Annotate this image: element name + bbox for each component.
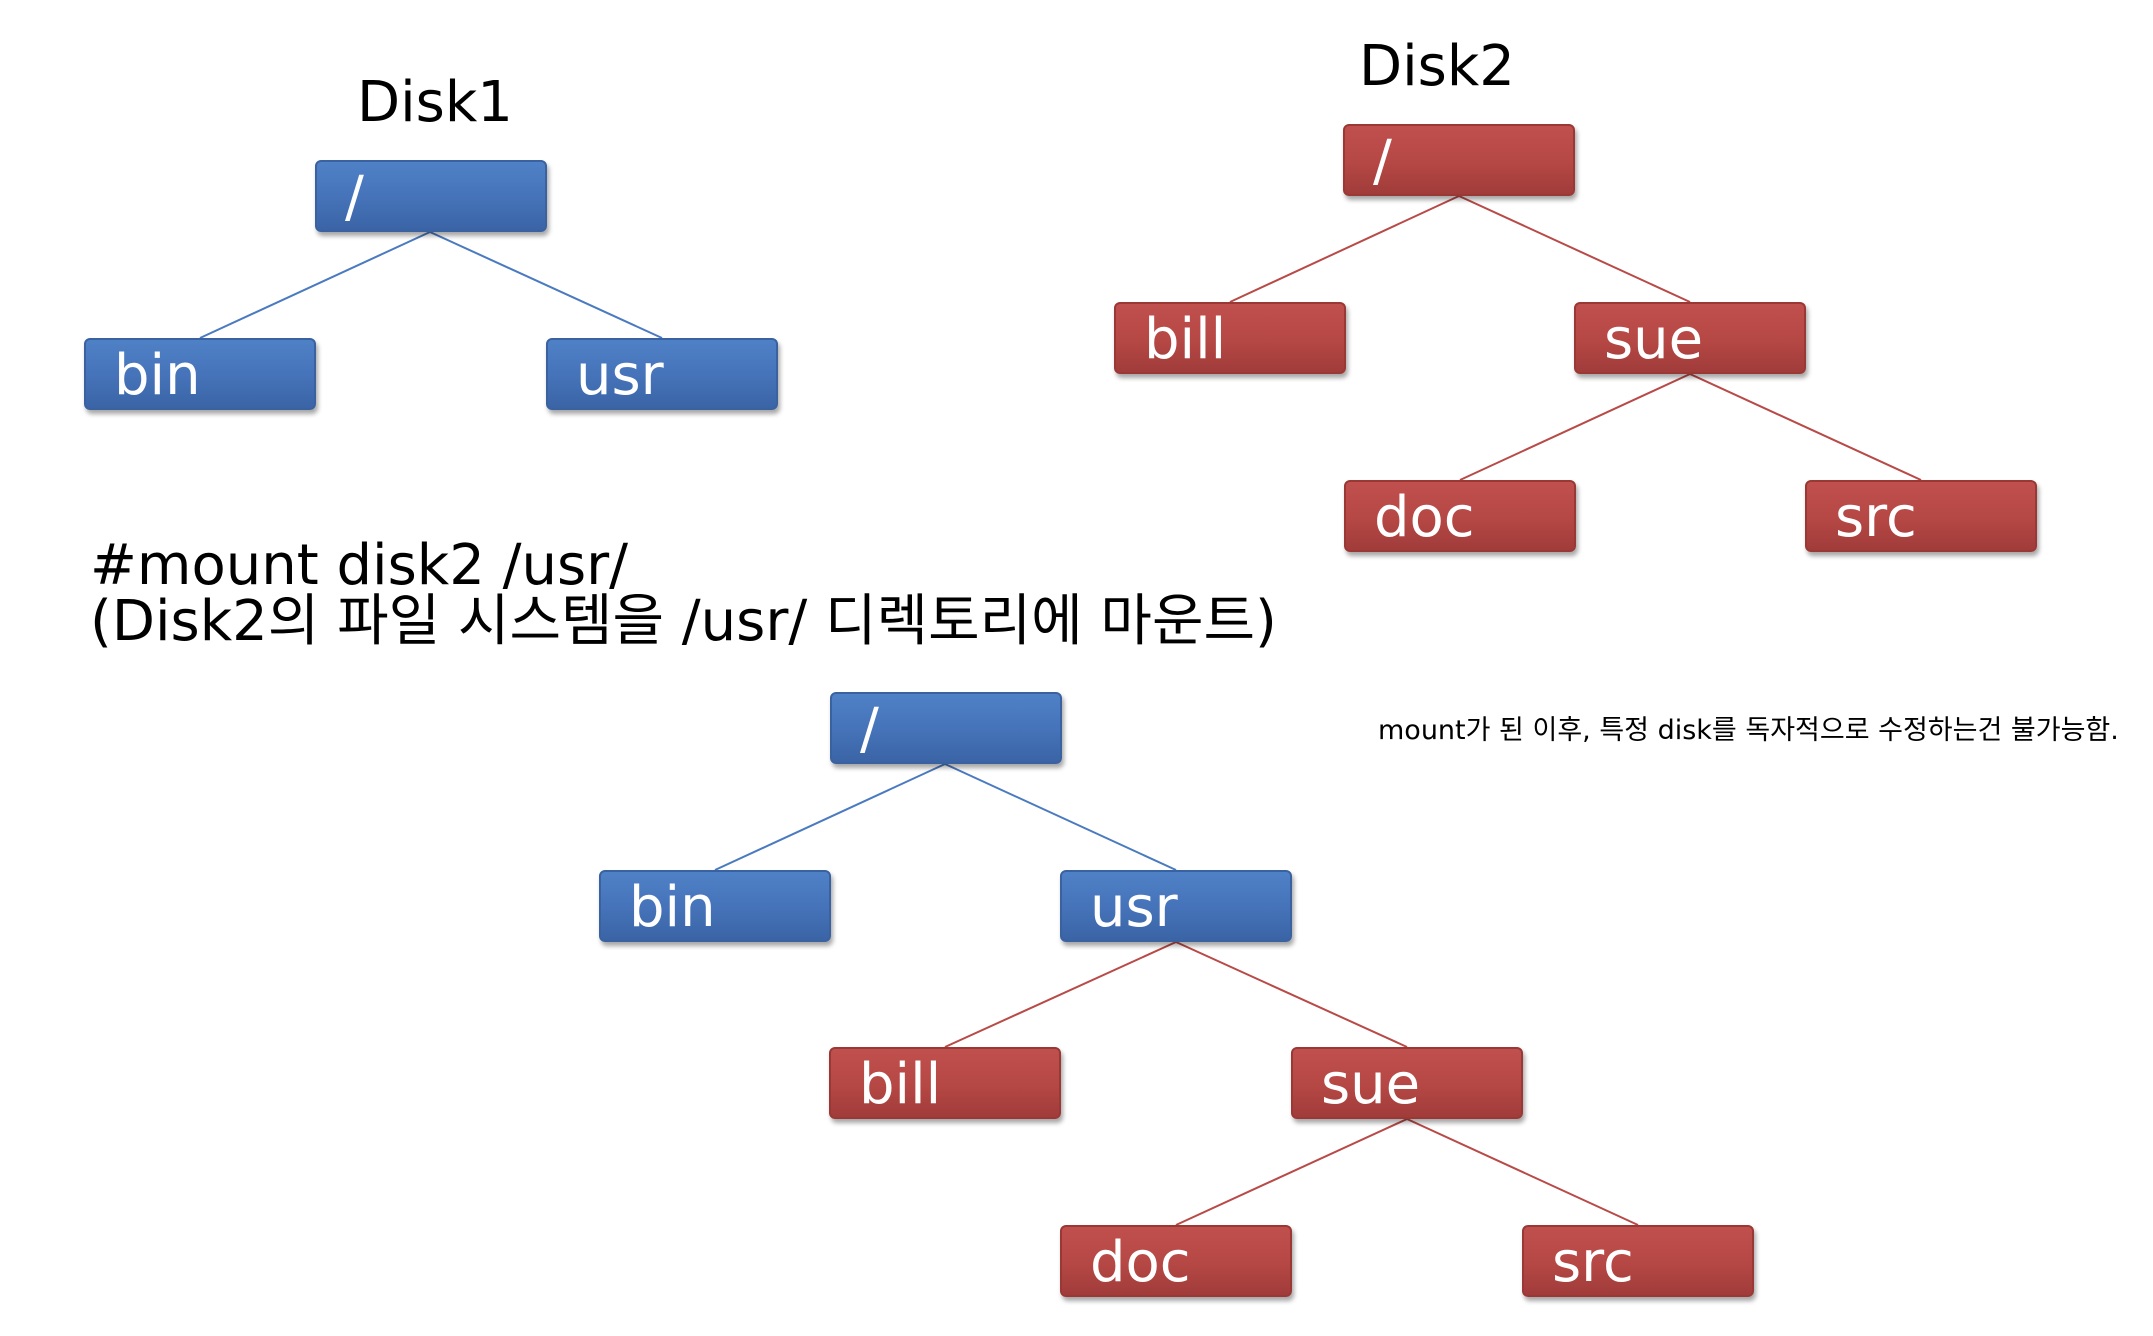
edge-mounted-sue-doc: [1175, 1118, 1408, 1226]
disk2-title: Disk2: [1359, 34, 1515, 99]
edge-mounted-root-usr: [944, 763, 1177, 871]
mount-note: mount가 된 이후, 특정 disk를 독자적으로 수정하는건 불가능함.: [1378, 715, 2119, 746]
edge-mounted-usr-bill: [944, 941, 1177, 1048]
mount-command: #mount disk2 /usr/: [90, 533, 629, 598]
edge-mounted-usr-sue: [1175, 941, 1408, 1048]
edge-disk2-root-bill: [1229, 195, 1460, 303]
edge-mounted-sue-src: [1406, 1118, 1639, 1226]
disk1-title: Disk1: [357, 70, 513, 135]
mounted-root-node: /: [830, 692, 1062, 764]
mount-description: (Disk2의 파일 시스템을 /usr/ 디렉토리에 마운트): [90, 589, 1277, 654]
edge-disk1-root-usr: [429, 231, 663, 339]
edge-mounted-root-bin: [714, 763, 946, 871]
edge-disk2-sue-src: [1689, 373, 1922, 481]
disk1-usr-node: usr: [546, 338, 778, 410]
mounted-src-node: src: [1522, 1225, 1754, 1297]
mounted-sue-node: sue: [1291, 1047, 1523, 1119]
mounted-bill-node: bill: [829, 1047, 1061, 1119]
disk2-sue-node: sue: [1574, 302, 1806, 374]
mounted-bin-node: bin: [599, 870, 831, 942]
disk2-bill-node: bill: [1114, 302, 1346, 374]
edge-disk2-sue-doc: [1459, 373, 1691, 481]
edge-disk2-root-sue: [1458, 195, 1691, 303]
edge-disk1-root-bin: [199, 231, 431, 339]
disk2-doc-node: doc: [1344, 480, 1576, 552]
mounted-usr-node: usr: [1060, 870, 1292, 942]
disk1-bin-node: bin: [84, 338, 316, 410]
mounted-doc-node: doc: [1060, 1225, 1292, 1297]
disk2-root-node: /: [1343, 124, 1575, 196]
disk1-root-node: /: [315, 160, 547, 232]
disk2-src-node: src: [1805, 480, 2037, 552]
